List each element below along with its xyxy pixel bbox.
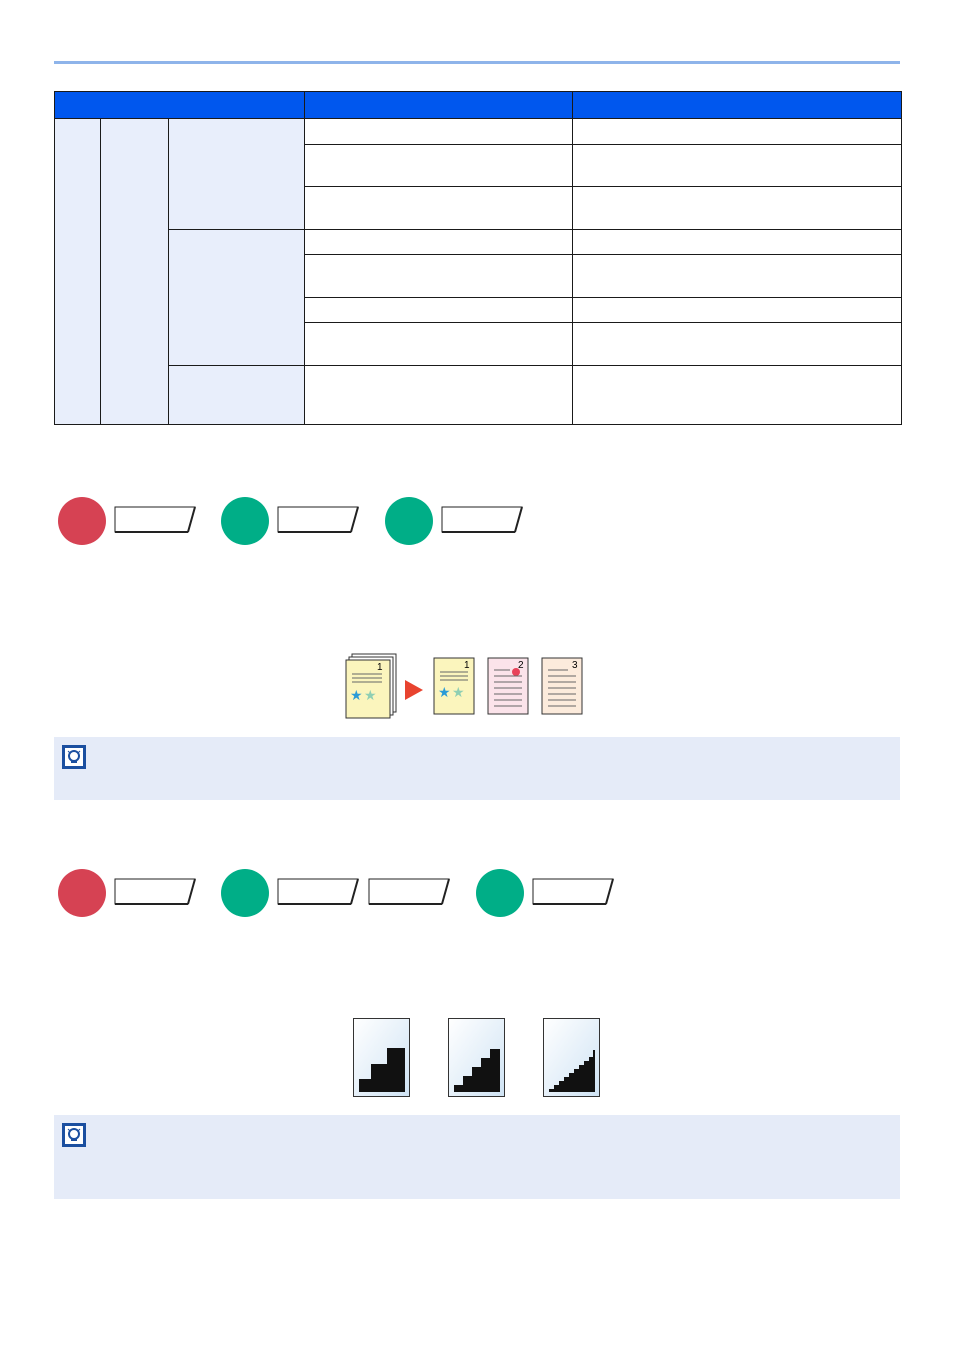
- column-header-description: [572, 91, 903, 119]
- group-cell-1: [167, 118, 306, 230]
- table-header-row: [53, 91, 903, 119]
- svg-text:★: ★: [438, 684, 451, 700]
- function-availability-icon: [58, 869, 106, 917]
- description-cell: [572, 365, 903, 425]
- page-number: 2: [518, 660, 524, 671]
- description-cell: [572, 186, 903, 230]
- column-header-value: [304, 91, 574, 119]
- page-separation-illustration: 1 ★★ 1 ★★ 2 3: [340, 652, 590, 722]
- level1-cell: [54, 118, 101, 425]
- page-number: 1: [464, 660, 470, 671]
- key-parallelogram: [276, 506, 359, 534]
- description-cell: [572, 144, 903, 187]
- page-number: 1: [377, 662, 383, 673]
- group-cell-3: [167, 365, 306, 425]
- svg-text:★: ★: [364, 687, 377, 703]
- key-parallelogram: [440, 506, 523, 534]
- key-parallelogram: [113, 878, 196, 906]
- key-parallelogram: [367, 878, 450, 906]
- table-row: [55, 322, 903, 366]
- gradation-illustration: [352, 1017, 602, 1099]
- function-availability-icon: [476, 869, 524, 917]
- table-row: [55, 254, 903, 298]
- group-cell-2: [167, 229, 306, 366]
- table-row: [55, 229, 903, 366]
- description-cell: [572, 322, 903, 366]
- description-cell: [572, 229, 903, 255]
- settings-table: [53, 91, 903, 425]
- availability-row-1: [0, 497, 954, 547]
- note-box: [54, 1115, 900, 1199]
- key-parallelogram: [531, 878, 614, 906]
- value-cell: [304, 365, 574, 425]
- value-cell: [304, 297, 574, 323]
- table-row: [55, 186, 903, 230]
- availability-row-2: [0, 869, 954, 919]
- note-icon: [62, 745, 86, 769]
- value-cell: [304, 186, 574, 230]
- table-row: [55, 365, 903, 425]
- svg-text:★: ★: [452, 684, 465, 700]
- table-row: [54, 118, 903, 425]
- description-cell: [572, 118, 903, 145]
- key-parallelogram: [113, 506, 196, 534]
- page-number: 3: [572, 660, 578, 671]
- level2-cell: [100, 118, 169, 425]
- svg-text:★: ★: [350, 687, 363, 703]
- column-header-item: [53, 91, 306, 119]
- value-cell: [304, 322, 574, 366]
- header-rule: [54, 61, 900, 64]
- key-parallelogram: [276, 878, 359, 906]
- function-availability-icon: [58, 497, 106, 545]
- value-cell: [304, 118, 574, 145]
- description-cell: [572, 297, 903, 323]
- value-cell: [304, 229, 574, 255]
- function-availability-icon: [221, 497, 269, 545]
- note-box: [54, 737, 900, 800]
- table-row: [55, 297, 903, 323]
- value-cell: [304, 254, 574, 298]
- value-cell: [304, 144, 574, 187]
- function-availability-icon: [385, 497, 433, 545]
- note-icon: [62, 1123, 86, 1147]
- description-cell: [572, 254, 903, 298]
- function-availability-icon: [221, 869, 269, 917]
